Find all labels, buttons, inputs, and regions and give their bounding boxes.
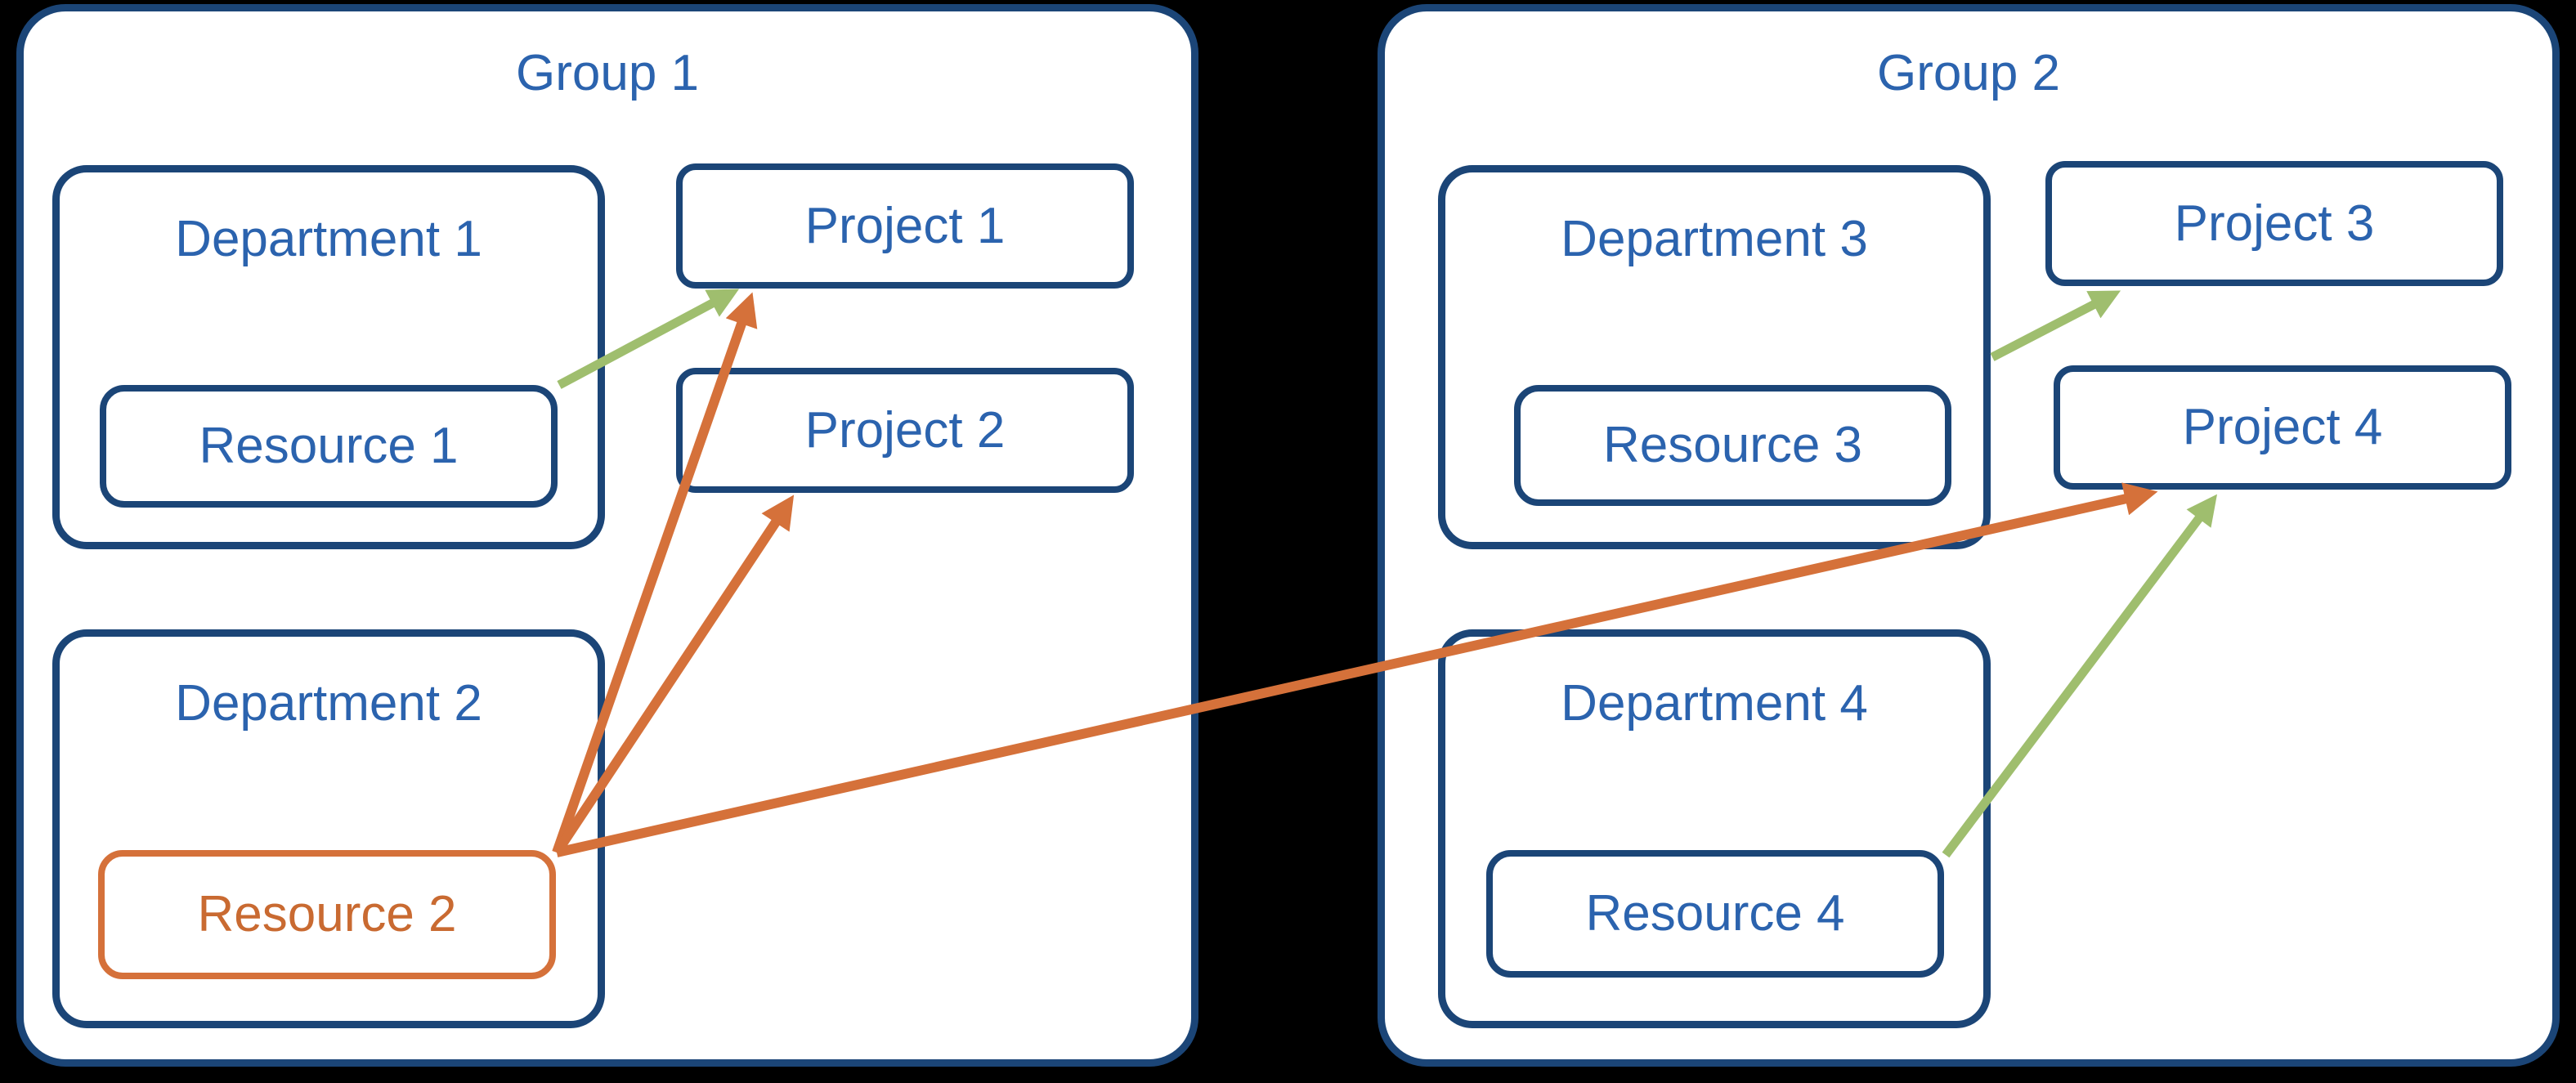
project-3-box: Project 3 [2045,161,2503,286]
resource-2-label: Resource 2 [197,886,457,942]
department-3-label: Department 3 [1561,211,1868,267]
project-1-label: Project 1 [804,197,1006,254]
department-4-label: Department 4 [1561,675,1868,732]
department-1-label: Department 1 [175,211,482,267]
project-2-label: Project 2 [804,401,1006,459]
resource-2-box: Resource 2 [98,850,556,979]
project-3-label: Project 3 [2174,195,2375,252]
group-2-label: Group 2 [1876,45,2061,101]
resource-3-box: Resource 3 [1514,385,1951,506]
project-2-box: Project 2 [676,368,1134,493]
resource-1-box: Resource 1 [100,385,558,508]
project-4-box: Project 4 [2054,365,2511,490]
group-1-label: Group 1 [515,45,700,101]
resource-4-box: Resource 4 [1486,850,1944,978]
project-1-box: Project 1 [676,163,1134,289]
resource-3-label: Resource 3 [1602,417,1863,473]
resource-4-label: Resource 4 [1585,885,1845,942]
project-4-label: Project 4 [2182,399,2383,455]
resource-1-label: Resource 1 [199,418,459,474]
department-2-label: Department 2 [175,675,482,732]
